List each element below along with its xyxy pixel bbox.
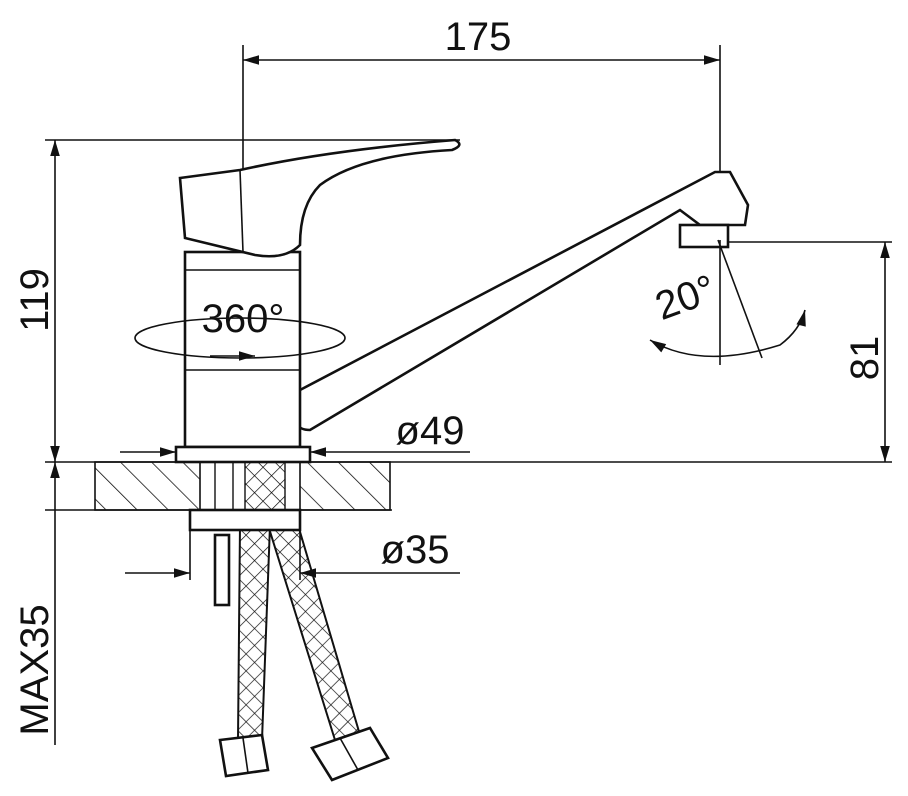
base-flange: [174, 445, 312, 464]
dimension-shank-diameter: ø35: [125, 528, 460, 580]
swivel-indicator: 360°: [134, 297, 346, 361]
label-81: 81: [843, 336, 887, 381]
label-119: 119: [13, 268, 57, 332]
dimension-base-diameter: ø49: [120, 409, 470, 457]
aerator-angle: 20°: [649, 239, 806, 365]
label-max35: MAX35: [13, 604, 57, 735]
lever-handle: [178, 138, 461, 258]
label-d35: ø35: [381, 528, 450, 572]
label-175: 175: [445, 15, 512, 59]
supply-hoses: [213, 524, 390, 782]
label-d49: ø49: [396, 409, 465, 453]
aerator: [678, 223, 730, 249]
dimension-spout-height: 81: [700, 241, 892, 462]
dimension-max-thickness: MAX35: [13, 462, 60, 745]
mounting-nut: [188, 508, 302, 532]
label-360: 360°: [202, 297, 285, 341]
faucet-body: [174, 170, 750, 464]
label-20: 20°: [650, 267, 722, 329]
dimension-spout-reach: 175: [242, 15, 721, 178]
countertop: [45, 461, 892, 511]
dimension-total-height: 119: [13, 139, 460, 462]
